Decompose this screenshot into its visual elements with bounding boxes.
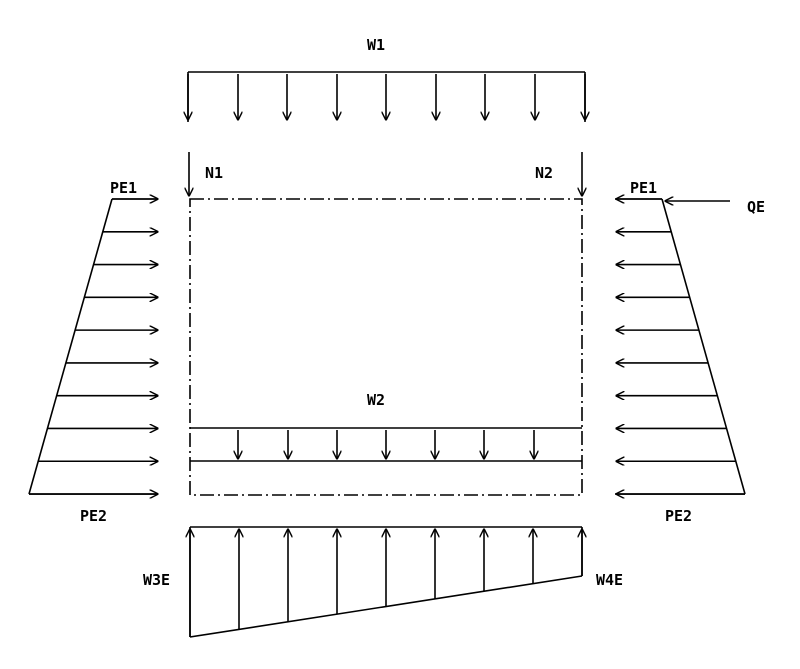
pe2-right-label: PE2 — [665, 507, 692, 525]
structure-box — [189, 198, 583, 496]
left-earth-pressure — [28, 199, 158, 494]
w1-label: W1 — [367, 36, 385, 54]
w4e-label: W4E — [596, 571, 623, 589]
n1-label: N1 — [205, 164, 223, 182]
w2-load — [238, 430, 534, 459]
w3e-label: W3E — [143, 571, 170, 589]
w1-load — [188, 71, 585, 122]
n2-label: N2 — [535, 164, 553, 182]
right-earth-pressure — [615, 199, 746, 494]
qe-label: QE — [747, 198, 765, 216]
w2-label: W2 — [367, 391, 385, 409]
pe2-left-label: PE2 — [80, 507, 107, 525]
bottom-reaction — [190, 526, 582, 638]
pe1-left-label: PE1 — [110, 179, 137, 197]
pe1-right-label: PE1 — [630, 179, 657, 197]
